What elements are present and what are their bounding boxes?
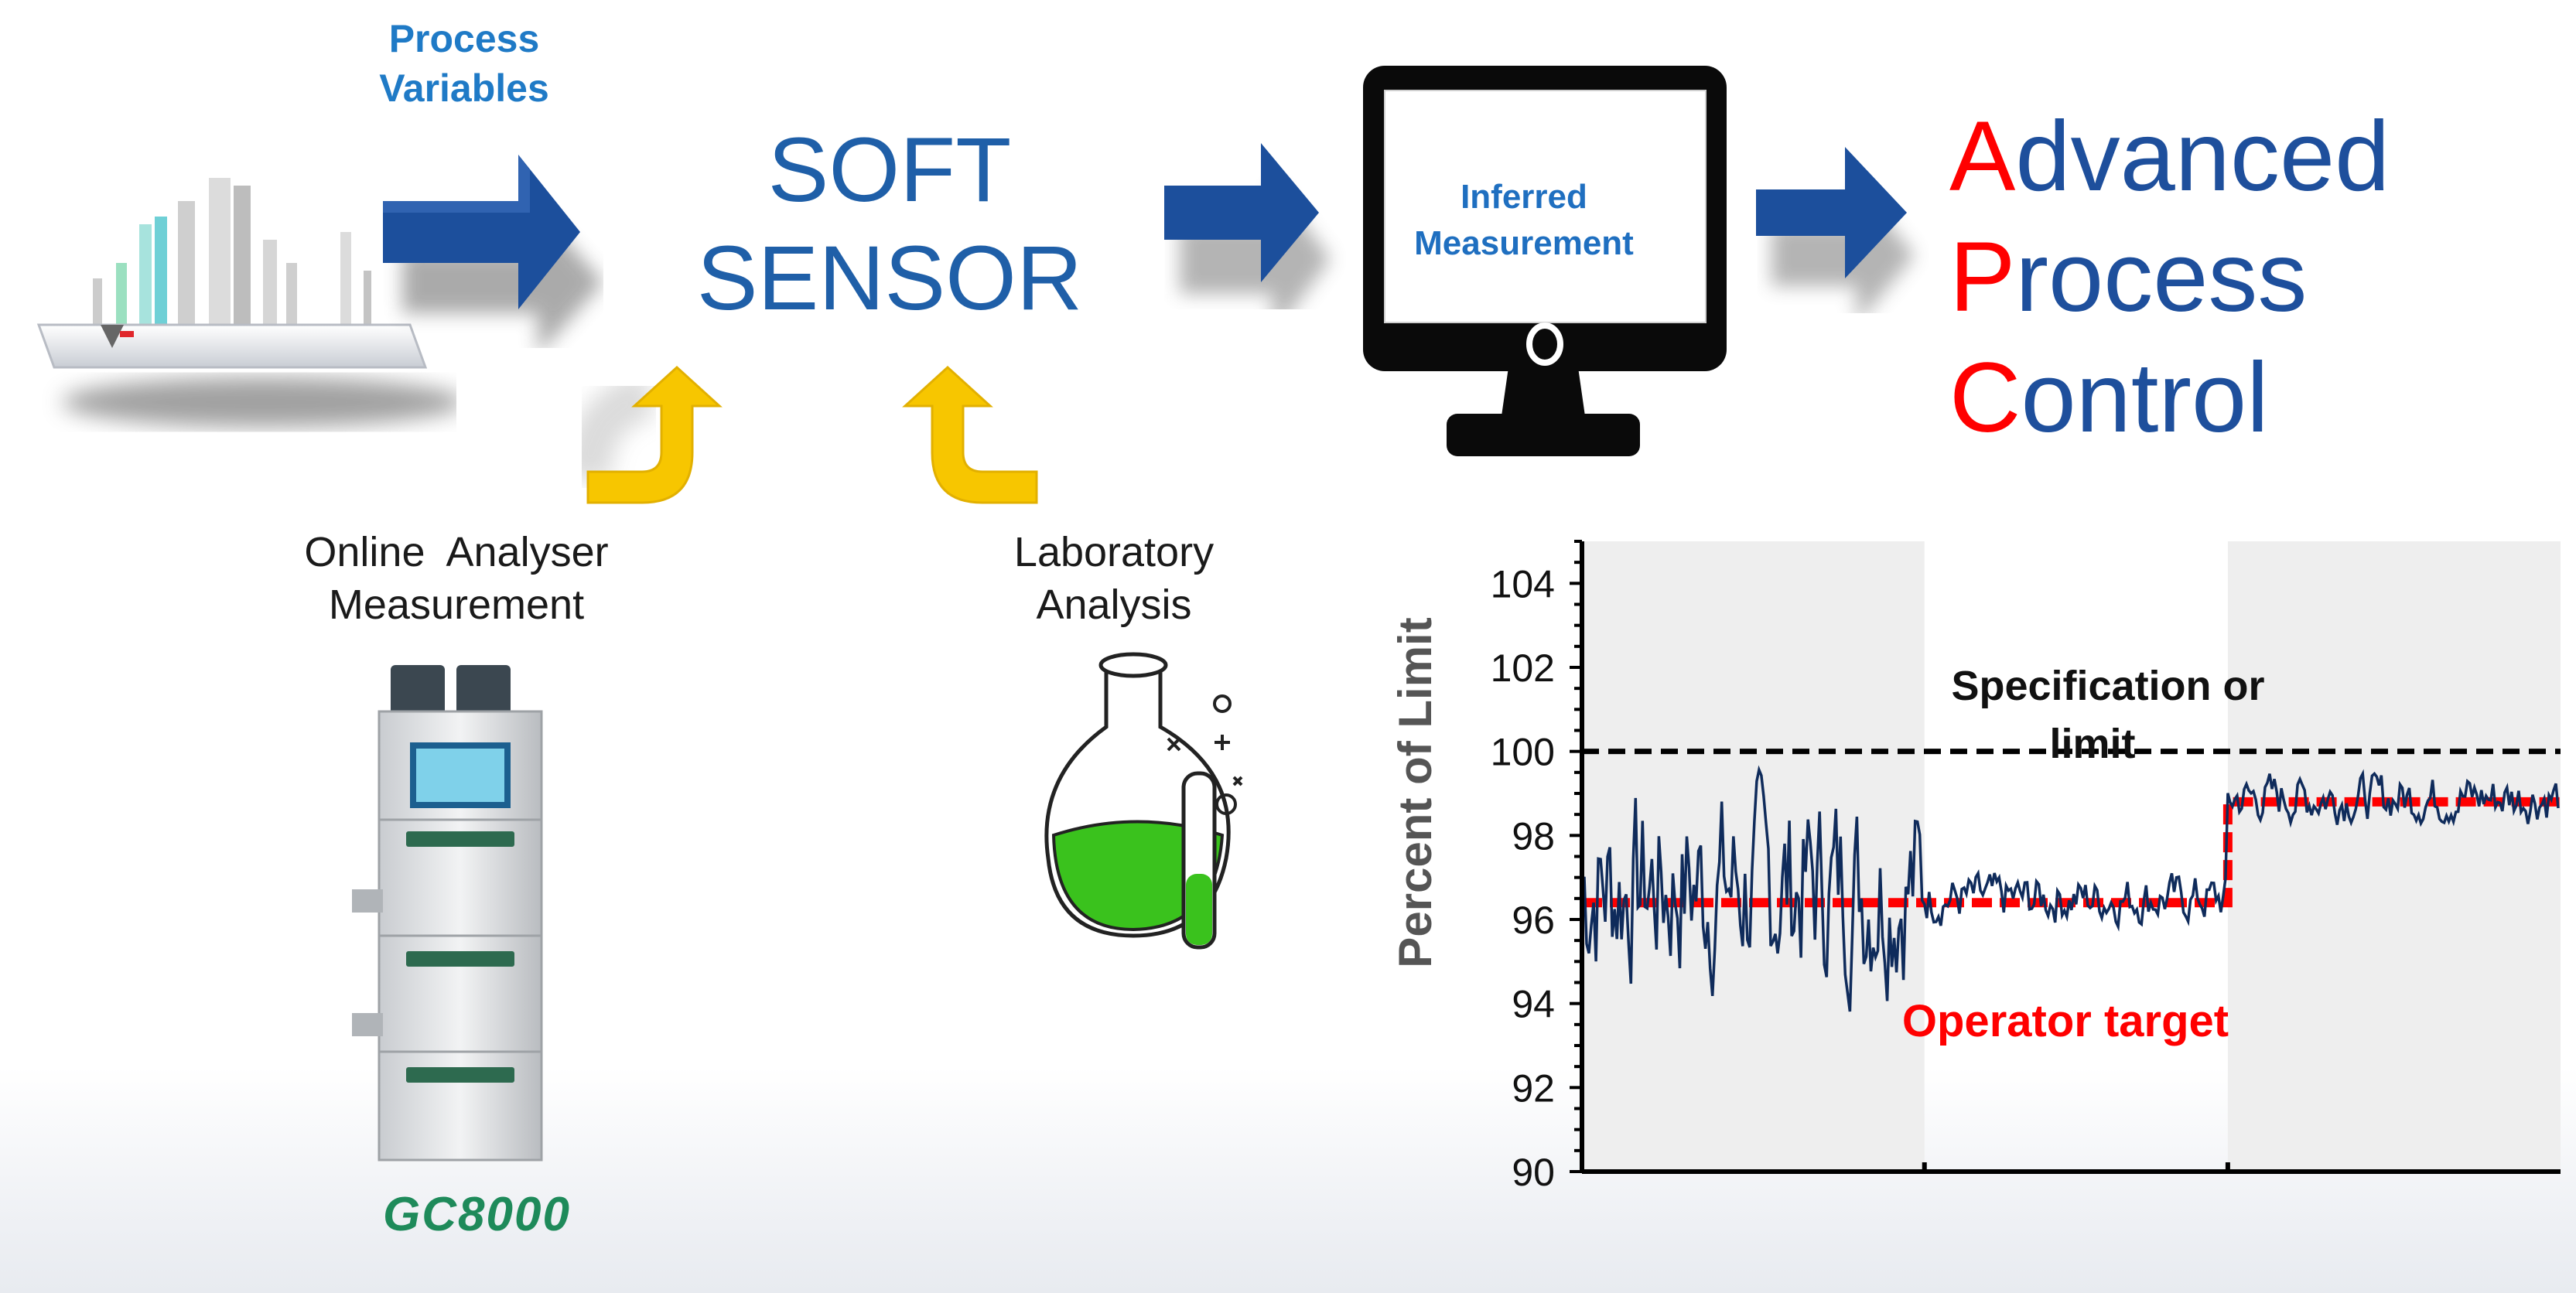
operator-target-label: Operator target [1902, 996, 2229, 1046]
specification-label-line2: limit [2049, 721, 2135, 767]
online-analyser-line1: Online Analyser [304, 529, 609, 575]
y-tick-labels: 104 102 100 98 96 94 92 90 [1491, 562, 1555, 1194]
apc-title: Advanced Process Control [1949, 97, 2390, 459]
y-axis-label: Percent of Limit [1389, 617, 1441, 967]
y-tick-label: 98 [1512, 814, 1555, 858]
arrow-right-icon [383, 155, 603, 348]
y-tick-label: 94 [1512, 983, 1555, 1026]
inferred-line1: Inferred [1461, 178, 1587, 216]
apc-line2: Process [1949, 217, 2390, 338]
online-analyser-line2: Measurement [328, 582, 585, 628]
gc8000-brand: GC8000 [383, 1188, 571, 1241]
percent-of-limit-chart: 104 102 100 98 96 94 92 90 Percent of Limit Spe… [1389, 540, 2561, 1194]
y-tick-label: 104 [1491, 562, 1555, 606]
gc-analyser-device-icon [352, 665, 543, 1162]
yellow-arrow-left-icon [565, 365, 723, 504]
process-variables-line2: Variables [379, 67, 549, 110]
y-tick-label: 100 [1491, 731, 1555, 774]
laboratory-line2: Analysis [1036, 582, 1192, 628]
process-series [1580, 765, 2560, 1012]
laboratory-label: Laboratory Analysis [951, 526, 1276, 631]
process-variables-line1: Process [388, 17, 540, 60]
process-variables-icon [36, 178, 456, 427]
chart-axes [1570, 540, 2561, 1174]
flask-icon [1044, 652, 1243, 950]
laboratory-line1: Laboratory [1013, 529, 1215, 575]
soft-sensor-line1: SOFT [767, 119, 1012, 221]
apc-line3: Control [1949, 338, 2390, 459]
apc-line3-rest: ontrol [2021, 343, 2269, 453]
arrow-right-icon-3 [1756, 147, 1915, 313]
y-tick-label: 92 [1512, 1066, 1555, 1110]
apc-line2-rest: rocess [2015, 222, 2308, 333]
process-variables-label: Process Variables [309, 14, 619, 113]
inferred-measurement-label: Inferred Measurement [1396, 174, 1652, 267]
apc-line1-cap: A [1949, 101, 2016, 212]
shaded-region-1 [2227, 541, 2561, 1172]
arrow-right-icon-2 [1164, 143, 1331, 309]
soft-sensor-title: SOFT SENSOR [619, 116, 1160, 333]
apc-line2-cap: P [1949, 222, 2016, 333]
inferred-line2: Measurement [1414, 224, 1634, 262]
apc-line3-cap: C [1949, 343, 2021, 453]
apc-line1-rest: dvanced [2015, 101, 2390, 212]
apc-line1: Advanced [1949, 97, 2390, 217]
monitor-icon [1363, 66, 1727, 456]
online-analyser-label: Online Analyser Measurement [255, 526, 658, 631]
shaded-regions [1582, 541, 2561, 1172]
y-tick-label: 96 [1512, 899, 1555, 942]
y-tick-label: 90 [1512, 1151, 1555, 1194]
soft-sensor-line2: SENSOR [696, 227, 1083, 329]
y-tick-label: 102 [1491, 646, 1555, 690]
yellow-arrow-right-icon [902, 365, 1038, 504]
process-series-path [1580, 765, 2560, 1012]
specification-label-line1: Specification or [1951, 663, 2264, 709]
